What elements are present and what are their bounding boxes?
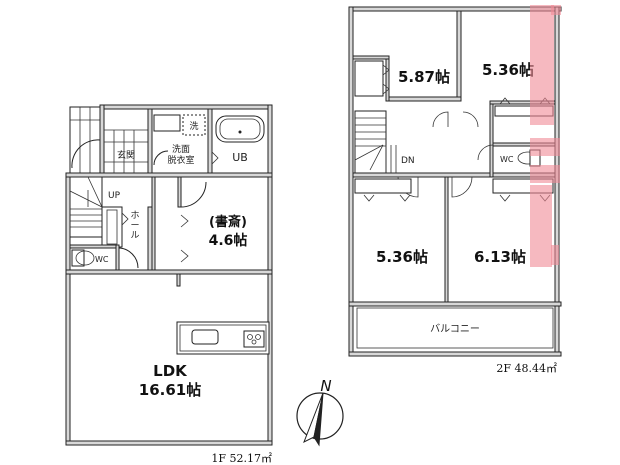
room-wc-1f: WC <box>69 244 139 271</box>
compass-north-label: N <box>320 377 331 395</box>
bedroom-nw-label: 5.87帖 <box>398 68 450 86</box>
balcony-label: バルコニー <box>430 323 480 335</box>
washroom-label-1: 洗面 <box>172 143 190 155</box>
stairs-up-label: UP <box>108 191 121 201</box>
ldk-name-label: LDK <box>153 362 188 380</box>
floor-1-area-label: 1F 52.17㎡ <box>211 452 272 465</box>
hall-label-2: ー <box>130 221 139 231</box>
room-study: (書斎) 4.6帖 <box>151 176 248 271</box>
washbasin-icon <box>153 114 181 132</box>
room-ldk: LDK 16.61帖 <box>139 273 270 399</box>
toilet-icon <box>71 249 85 267</box>
laundry-label: 洗 <box>189 120 198 132</box>
room-entrance: 玄関 <box>103 108 153 174</box>
highlight-overlay <box>530 5 561 267</box>
room-washroom: 洗 洗面 脱衣室 <box>153 108 213 174</box>
compass-icon <box>296 392 344 440</box>
compass: N <box>296 377 344 447</box>
stairs-down-label: DN <box>401 156 415 166</box>
washing-machine-icon <box>182 114 206 136</box>
bathtub-icon <box>215 115 265 143</box>
washroom-label-2: 脱衣室 <box>167 154 194 166</box>
bedroom-ne-label: 5.36帖 <box>482 61 534 79</box>
wc-label-2f: WC <box>500 155 514 164</box>
hall-label-3: ル <box>130 231 139 241</box>
floor-1-plan: 玄関 洗 洗面 脱衣室 UB <box>65 104 273 465</box>
bath-label: UB <box>232 151 248 164</box>
bedroom-se-label: 6.13帖 <box>474 248 526 266</box>
room-bath: UB <box>211 115 265 165</box>
floor-2-area-label: 2F 48.44㎡ <box>496 362 557 375</box>
stove-icon <box>243 330 265 348</box>
stairs-1f: UP <box>69 176 121 238</box>
hall-label-1: ホ <box>130 210 139 221</box>
bedroom-sw-label: 5.36帖 <box>376 248 428 266</box>
entrance-porch <box>69 106 103 176</box>
stairs-2f: DN <box>354 110 415 174</box>
wc-label-1f: WC <box>95 255 109 264</box>
entrance-label: 玄関 <box>117 149 135 161</box>
study-size-label: 4.6帖 <box>209 232 248 249</box>
study-name-label: (書斎) <box>209 214 247 230</box>
ldk-size-label: 16.61帖 <box>139 381 201 399</box>
sink-icon <box>191 329 219 345</box>
floor-2-plan: DN WC 5.87帖 5.36帖 5.36帖 6.13帖 <box>348 5 562 375</box>
